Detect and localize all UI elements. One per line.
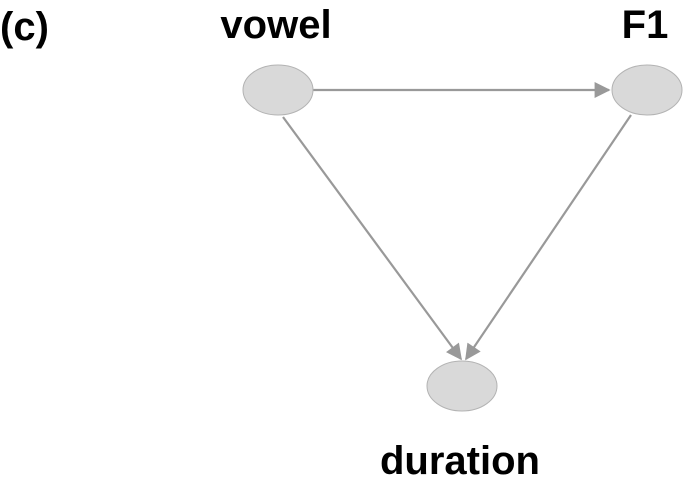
panel-label: (c) [0,5,49,49]
edge-f1-to-duration [465,114,632,361]
edge-vowel-to-duration [282,116,462,361]
node-f1 [611,64,683,116]
node-vowel-label: vowel [220,3,331,47]
node-f1-label: F1 [622,3,669,47]
node-vowel [242,64,314,116]
node-duration-label: duration [380,439,540,483]
node-duration [426,360,498,412]
